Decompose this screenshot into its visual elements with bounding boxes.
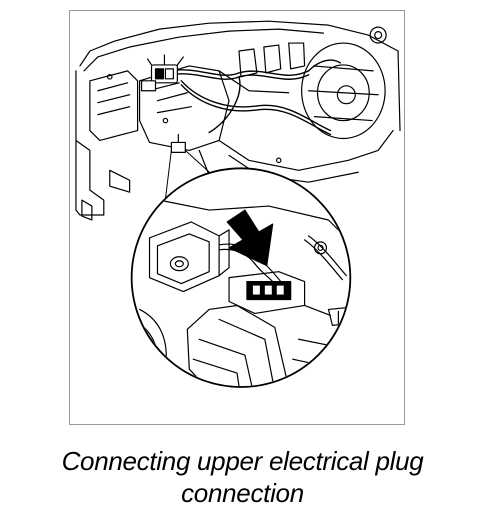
technical-illustration [75,20,401,388]
arrow-indicator [226,209,274,267]
wiring-harness [168,59,342,136]
figure-frame [69,10,405,425]
figure-caption: Connecting upper electrical plug connect… [0,445,485,509]
caption-line-2: connection [181,478,304,508]
lower-plug-overview [170,133,186,153]
detail-view [130,167,352,388]
upper-plug-overview [140,54,184,92]
caption-line-1: Connecting upper electrical plug [61,446,424,476]
